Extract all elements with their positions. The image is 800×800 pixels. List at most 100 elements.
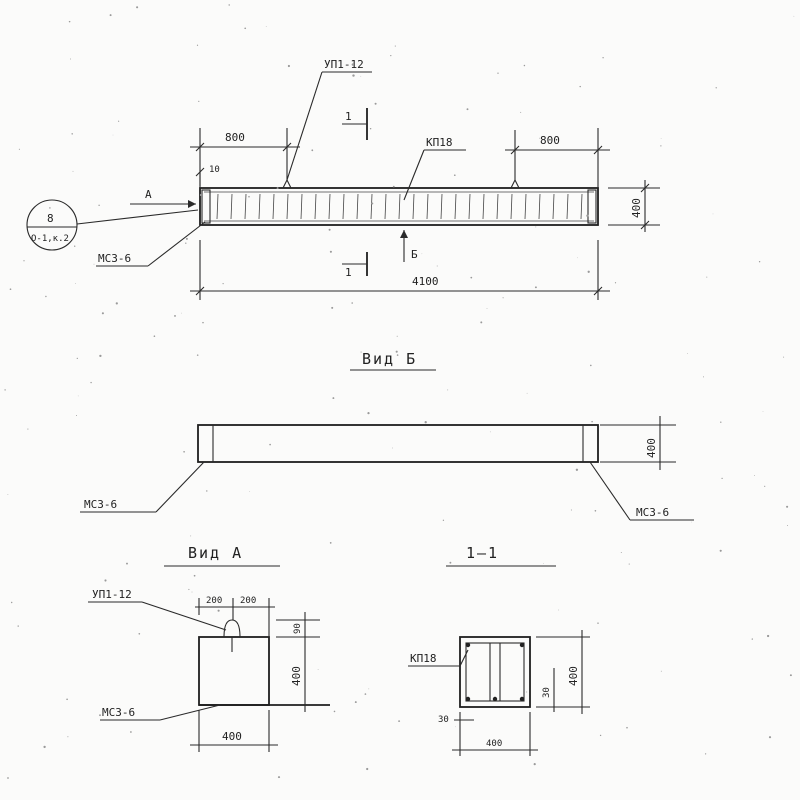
view-a-dim-loop-height: 90 [293, 623, 303, 634]
paper-speck [594, 510, 597, 512]
rebar-dot [492, 696, 498, 702]
paper-speck [764, 485, 766, 487]
view-a-section [198, 636, 270, 706]
paper-speck [66, 698, 68, 701]
view-a-title: Вид А [188, 544, 243, 562]
paper-speck [185, 237, 188, 240]
paper-speck [333, 710, 336, 713]
paper-speck [351, 63, 354, 66]
paper-speck [543, 563, 544, 565]
paper-speck [329, 542, 332, 544]
paper-speck [67, 736, 69, 738]
paper-speck [597, 622, 599, 624]
paper-speck [77, 395, 79, 397]
paper-speck [199, 193, 203, 197]
paper-speck [787, 525, 788, 526]
view-a-label-loop: УП1-12 [92, 588, 132, 601]
paper-speck [4, 389, 6, 391]
paper-speck [269, 443, 271, 446]
paper-speck [68, 20, 71, 23]
paper-speck [366, 767, 369, 771]
view-a-arrow-label: А [145, 188, 152, 201]
paper-speck [153, 335, 156, 338]
paper-speck [502, 297, 504, 299]
stirrup [454, 193, 457, 220]
stirrup [300, 193, 303, 220]
paper-speck [706, 276, 708, 278]
paper-speck [138, 632, 141, 635]
view-a-loop [223, 619, 241, 638]
paper-speck [421, 253, 423, 255]
paper-speck [591, 420, 593, 423]
paper-speck [185, 242, 187, 244]
detail-callout-leader [76, 209, 199, 225]
paper-speck [23, 260, 25, 262]
paper-speck [130, 731, 132, 733]
paper-speck [704, 753, 707, 755]
paper-speck [751, 638, 753, 640]
section-dim-cover-bottom: 30 [542, 687, 552, 698]
stirrup [566, 193, 569, 220]
paper-speck [396, 335, 398, 337]
stirrup [426, 193, 429, 220]
tick [510, 145, 520, 155]
paper-speck [586, 214, 589, 217]
view-b-label-left: МСЗ-6 [84, 498, 117, 511]
view-a-dim-width: 400 [222, 730, 242, 743]
paper-speck [526, 691, 528, 693]
paper-speck [614, 282, 617, 284]
leader [155, 461, 205, 513]
rebar-dot [519, 642, 525, 648]
paper-speck [396, 354, 399, 356]
paper-speck [351, 302, 353, 304]
paper-speck [118, 120, 120, 122]
leader-frame [403, 149, 425, 201]
paper-speck [758, 261, 761, 263]
section-label-frame: КП18 [410, 652, 437, 665]
view-a-dim-left: 200 [206, 596, 222, 606]
paper-speck [222, 283, 224, 285]
stirrup [482, 193, 485, 220]
paper-noise [4, 4, 795, 779]
detail-callout-number: 8 [47, 212, 54, 225]
paper-speck [436, 265, 438, 267]
dim-total-4100: 4100 [412, 275, 439, 288]
paper-speck [109, 14, 112, 17]
stirrup [258, 193, 261, 220]
paper-speck [602, 57, 604, 59]
paper-speck [183, 450, 185, 453]
stirrup [510, 193, 513, 220]
paper-speck [719, 549, 722, 552]
paper-speck [533, 763, 536, 766]
paper-speck [628, 563, 630, 565]
stirrup [230, 193, 233, 220]
tick [593, 286, 603, 296]
paper-speck [18, 148, 20, 150]
stirrup [580, 193, 583, 220]
tick [195, 167, 205, 177]
paper-speck [249, 490, 251, 492]
paper-speck [17, 625, 19, 627]
leader [589, 461, 631, 521]
paper-speck [449, 561, 452, 564]
paper-speck [287, 64, 290, 68]
paper-speck [276, 187, 279, 190]
paper-speck [90, 381, 92, 384]
stirrup [398, 193, 401, 220]
paper-speck [660, 670, 662, 672]
paper-speck [575, 468, 579, 471]
paper-speck [754, 475, 756, 476]
stirrup [440, 193, 443, 220]
paper-speck [526, 392, 528, 394]
tick [640, 183, 650, 193]
paper-speck [768, 736, 772, 739]
paper-speck [690, 521, 692, 523]
paper-speck [352, 74, 355, 77]
paper-speck [196, 44, 199, 46]
paper-speck [328, 228, 331, 231]
view-a: Вид А 200 200 90 400 400 УП1-12 МСЗ-6 [88, 544, 330, 752]
paper-speck [786, 505, 789, 508]
paper-speck [277, 776, 281, 779]
label-plate: МСЗ-6 [98, 252, 131, 265]
